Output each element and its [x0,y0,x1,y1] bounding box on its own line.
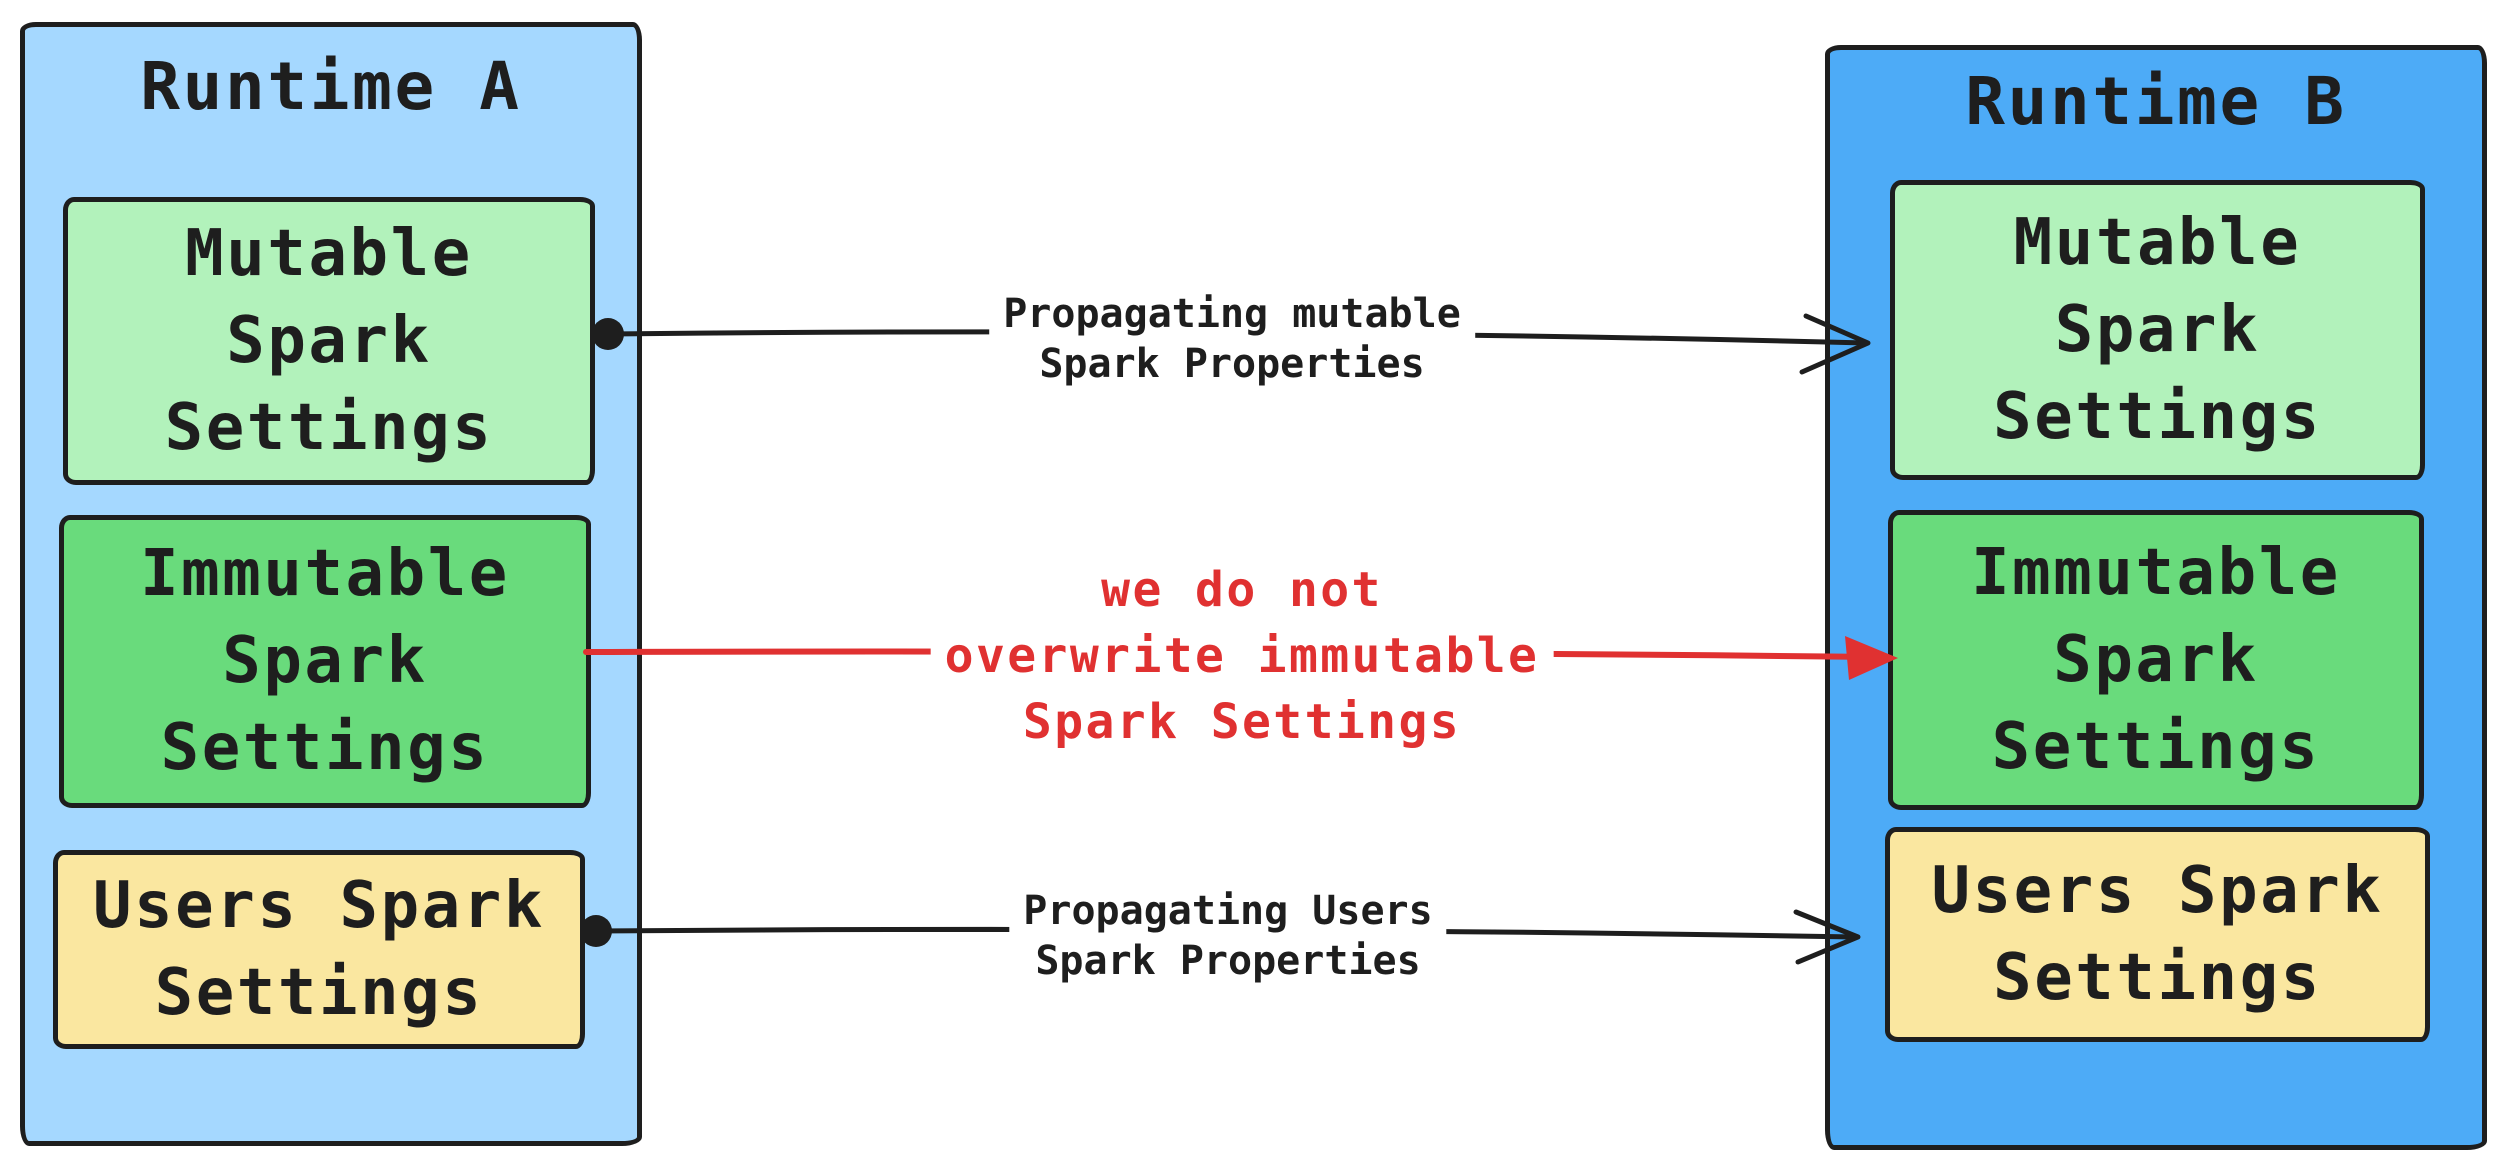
users-spark-settings-box-a: Users Spark Settings [53,850,585,1049]
immutable-spark-settings-label-b: Immutable Spark Settings [1971,535,2341,784]
mutable-spark-settings-box-a: Mutable Spark Settings [63,197,595,485]
immutable-spark-settings-label-a: Immutable Spark Settings [140,537,510,785]
users-spark-settings-box-b: Users Spark Settings [1885,827,2430,1042]
immutable-no-overwrite-arrow-label: we do not overwrite immutable Spark Sett… [930,555,1554,757]
mutable-propagation-arrow-label: Propagating mutable Spark Properties [989,287,1475,391]
users-propagation-arrow-label: Propagating Users Spark Properties [1009,884,1447,988]
runtime-a-container: Runtime A Mutable Spark Settings Immutab… [20,22,642,1146]
runtime-a-title: Runtime A [140,48,522,125]
immutable-spark-settings-box-a: Immutable Spark Settings [59,515,591,808]
immutable-spark-settings-box-b: Immutable Spark Settings [1888,510,2424,810]
mutable-spark-settings-box-b: Mutable Spark Settings [1890,180,2425,480]
users-spark-settings-label-b: Users Spark Settings [1931,853,2384,1015]
runtime-b-title: Runtime B [1965,63,2347,140]
mutable-spark-settings-label-b: Mutable Spark Settings [1993,205,2322,454]
runtime-b-container: Runtime B Mutable Spark Settings Immutab… [1825,45,2487,1150]
users-spark-settings-label-a: Users Spark Settings [92,868,545,1030]
mutable-spark-settings-label-a: Mutable Spark Settings [164,216,494,465]
